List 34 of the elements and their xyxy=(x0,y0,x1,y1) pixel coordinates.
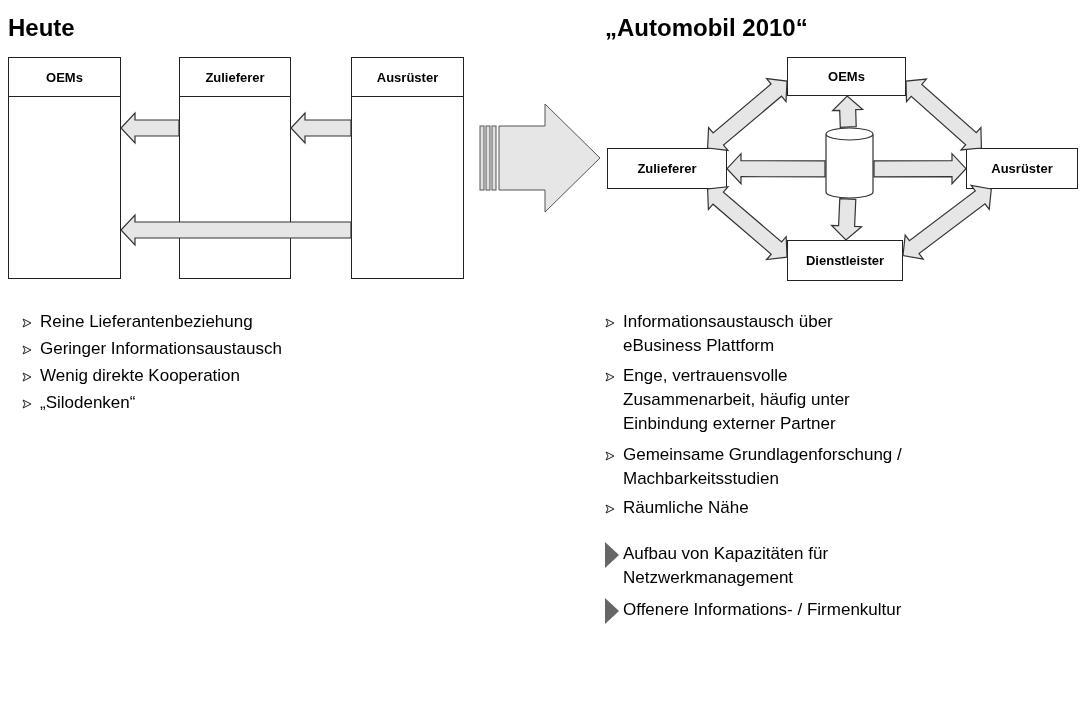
database-cylinder xyxy=(825,127,874,199)
bullet-text: Reine Lieferantenbeziehung xyxy=(40,311,254,333)
column-header: Ausrüster xyxy=(376,69,439,85)
block-arrow xyxy=(873,152,967,186)
block-arrow xyxy=(902,184,992,260)
bullet-text: Wenig direkte Kooperation xyxy=(40,365,242,387)
column-header: Zulieferer xyxy=(205,69,265,85)
block-arrow xyxy=(831,95,865,128)
bullet-text: Aufbau von Kapazitäten für Netzwerkmanagement xyxy=(623,543,830,589)
block-arrow xyxy=(726,152,826,186)
bullet-text: Informationsaustausch über eBusiness Plattform xyxy=(623,311,834,357)
node-box: Dienstleister xyxy=(787,240,903,281)
block-arrow xyxy=(706,77,788,152)
node-box: Zulieferer xyxy=(607,148,727,189)
bullet-text: Räumliche Nähe xyxy=(623,497,750,519)
block-arrow xyxy=(120,111,180,145)
block-arrow xyxy=(905,78,982,151)
block-arrow xyxy=(706,185,788,261)
block-arrow xyxy=(120,213,352,247)
bullet-text: Offenere Informations- / Firmenkultur xyxy=(623,599,903,621)
node-box: Ausrüster xyxy=(966,148,1078,189)
column-header: OEMs xyxy=(46,69,83,85)
column-box xyxy=(8,57,121,279)
node-box: OEMs xyxy=(787,57,906,96)
column-box xyxy=(179,57,291,279)
block-arrow xyxy=(290,111,352,145)
bullet-text: Enge, vertrauensvolle Zusammenarbeit, häufig unter Einbindung externer Partner xyxy=(623,365,851,435)
heading: „Automobil 2010“ xyxy=(605,14,808,42)
bullet-text: „Silodenken“ xyxy=(40,392,137,414)
bullet-text: Gemeinsame Grundlagenforschung / Machbarkeitsstudien xyxy=(623,444,903,490)
column-box xyxy=(351,57,464,279)
block-arrow xyxy=(830,197,864,241)
heading: Heute xyxy=(8,14,75,42)
bullet-text: Geringer Informationsaustausch xyxy=(40,338,283,360)
